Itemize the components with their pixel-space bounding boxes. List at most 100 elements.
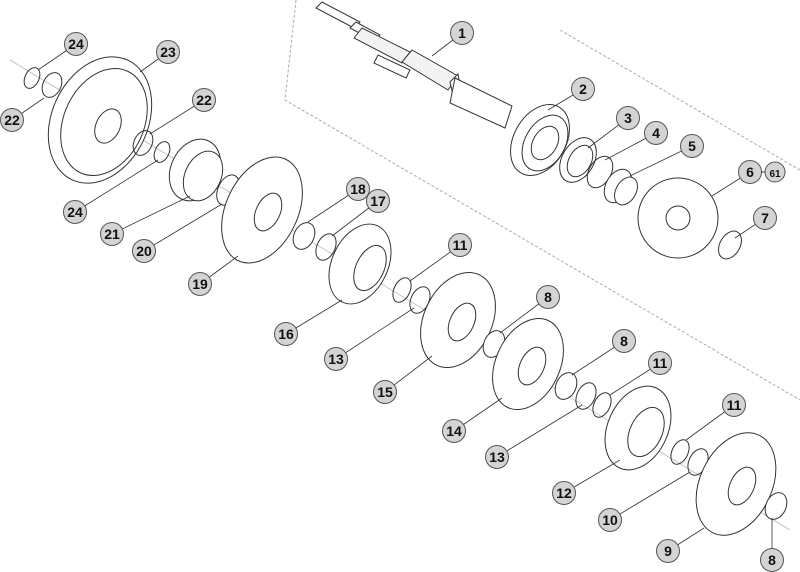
callout-label: 12 xyxy=(556,485,572,501)
callout-label: 19 xyxy=(192,276,208,292)
callout-label: 16 xyxy=(278,326,294,342)
gear-9[interactable] xyxy=(681,420,792,548)
callout-label: 61 xyxy=(769,169,781,180)
sprocket-6[interactable] xyxy=(637,177,719,259)
gear-19[interactable] xyxy=(206,144,319,276)
callout-bubble xyxy=(0,108,24,132)
washer-13-b[interactable] xyxy=(572,380,600,413)
callout-8: 8 xyxy=(760,518,784,572)
callout-label: 11 xyxy=(453,237,468,253)
gear-16[interactable] xyxy=(317,214,403,314)
circlip-11-c[interactable] xyxy=(667,437,692,467)
bushing-8-c[interactable] xyxy=(761,489,791,523)
callout-22: 22 xyxy=(0,97,45,132)
gear-23[interactable] xyxy=(29,40,172,200)
washer-22-left[interactable] xyxy=(38,69,65,100)
callout-label: 8 xyxy=(620,333,628,349)
callout-label: 18 xyxy=(350,181,366,197)
callout-label: 20 xyxy=(136,243,152,259)
callout-label: 23 xyxy=(160,44,176,60)
callout-label: 17 xyxy=(370,193,386,209)
callout-label: 3 xyxy=(624,110,632,126)
callout-bubble xyxy=(100,222,124,246)
callout-20: 20 xyxy=(132,203,223,263)
callout-label: 11 xyxy=(653,355,668,371)
bearing-2[interactable] xyxy=(498,94,581,186)
callout-bubble xyxy=(536,285,560,309)
callout-23: 23 xyxy=(139,40,180,73)
callout-bubble xyxy=(644,121,668,145)
main-shaft[interactable] xyxy=(315,1,513,129)
gear-15[interactable] xyxy=(406,260,510,379)
callout-bubble xyxy=(552,481,576,505)
callout-11: 11 xyxy=(409,233,472,282)
callout-24: 24 xyxy=(37,32,88,71)
callout-22: 22 xyxy=(149,88,216,135)
callout-bubble xyxy=(366,189,390,213)
gear-12[interactable] xyxy=(592,375,684,480)
callout-bubble xyxy=(616,106,640,130)
callout-bubble xyxy=(612,329,636,353)
callout-3: 3 xyxy=(587,106,640,149)
callout-bubble xyxy=(753,206,777,230)
callout-bubble xyxy=(192,88,216,112)
callout-8: 8 xyxy=(571,329,636,376)
circlip-11-a[interactable] xyxy=(389,275,414,305)
callout-label: 4 xyxy=(652,125,660,141)
callout-10: 10 xyxy=(598,471,691,532)
callout-17: 17 xyxy=(331,189,390,237)
bearing-21[interactable] xyxy=(160,131,231,209)
callout-16: 16 xyxy=(274,299,343,346)
callout-bubble xyxy=(63,200,87,224)
callout-13: 13 xyxy=(485,404,583,469)
callout-label: 8 xyxy=(768,552,776,568)
callout-bubble xyxy=(274,322,298,346)
callout-2: 2 xyxy=(547,77,595,111)
leader-line xyxy=(74,159,159,213)
callout-bubble xyxy=(373,380,397,404)
leader-line xyxy=(111,195,191,235)
circlip-24-left[interactable] xyxy=(21,65,43,91)
callout-label: 8 xyxy=(544,289,552,305)
callout-bubble xyxy=(764,161,786,183)
callout-bubble xyxy=(324,347,348,371)
callout-11: 11 xyxy=(609,351,672,396)
callout-bubble xyxy=(450,21,474,45)
leader-line xyxy=(609,471,691,521)
seal-3[interactable] xyxy=(552,131,604,189)
gear-14[interactable] xyxy=(479,307,578,421)
circlip-7[interactable] xyxy=(714,227,746,263)
leader-line xyxy=(143,203,223,252)
callout-bubble xyxy=(598,508,622,532)
circlip-11-b[interactable] xyxy=(589,390,614,420)
spacer-5[interactable] xyxy=(599,164,643,209)
callout-18: 18 xyxy=(307,177,370,223)
leader-line xyxy=(496,404,583,458)
callout-9: 9 xyxy=(656,527,705,563)
leader-line xyxy=(335,307,415,360)
circlip-24-right[interactable] xyxy=(151,139,173,165)
callout-24: 24 xyxy=(63,159,159,224)
callout-bubble xyxy=(64,32,88,56)
callout-label: 11 xyxy=(727,397,742,413)
callout-13: 13 xyxy=(324,307,415,371)
callout-14: 14 xyxy=(442,397,503,443)
callout-7: 7 xyxy=(734,206,777,239)
callout-6: 6 xyxy=(711,160,762,197)
callout-label: 22 xyxy=(4,112,20,128)
callout-bubble xyxy=(656,539,680,563)
callout-bubble xyxy=(571,77,595,101)
washer-22-right[interactable] xyxy=(129,127,156,158)
callout-bubble xyxy=(442,419,466,443)
callout-label: 9 xyxy=(664,543,672,559)
callout-label: 24 xyxy=(68,36,84,52)
callout-bubble xyxy=(132,239,156,263)
assembly-frame xyxy=(284,0,800,401)
callout-label: 1 xyxy=(458,25,466,41)
bushing-8-b[interactable] xyxy=(551,369,581,403)
bushing-18[interactable] xyxy=(289,219,319,253)
callout-label: 7 xyxy=(761,210,769,226)
callout-bubble xyxy=(156,40,180,64)
washer-17[interactable] xyxy=(312,231,340,264)
